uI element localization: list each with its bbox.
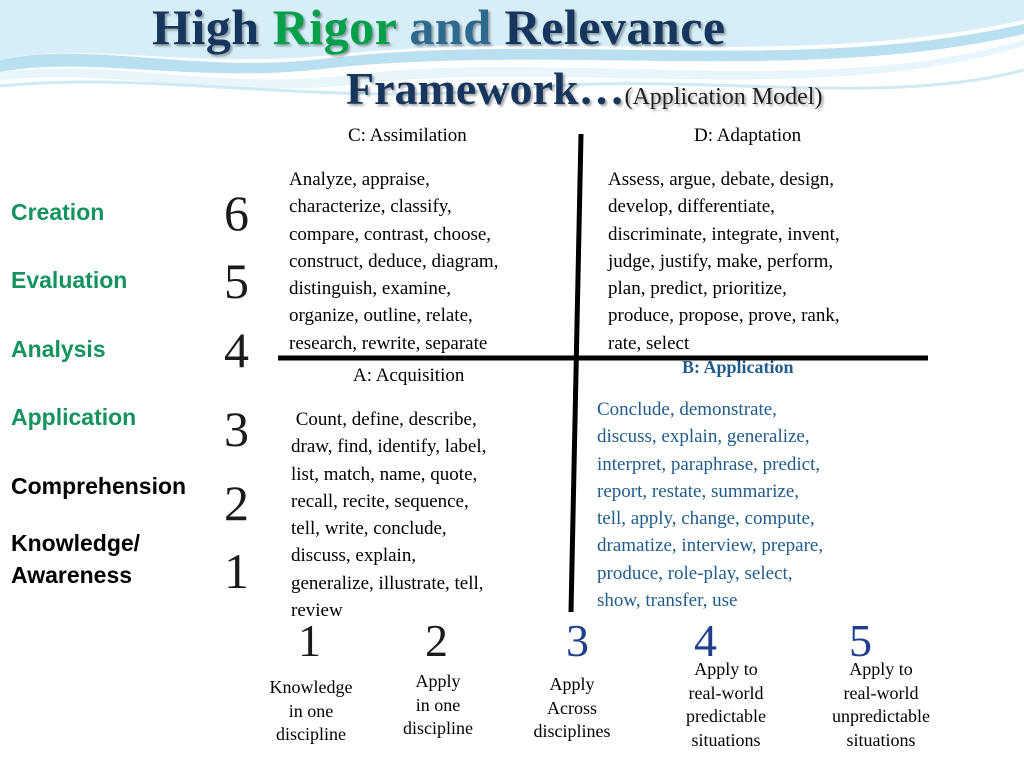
- level-number-6: 6: [224, 185, 249, 241]
- application-number-3: 3: [566, 615, 589, 666]
- application-label-line: unpredictable: [832, 706, 930, 726]
- application-label-line: real-world: [688, 682, 764, 703]
- level-number-4: 4: [224, 322, 249, 378]
- level-knowledge-label: Knowledge/ Awareness: [11, 527, 140, 591]
- quadrant-d-line: discriminate, integrate, invent,: [608, 223, 840, 245]
- quadrant-c-line: characterize, classify,: [289, 196, 452, 218]
- application-label-1: Knowledge in one discipline: [251, 676, 371, 747]
- level-analysis-label: Analysis: [11, 336, 106, 362]
- quadrant-d-line: develop, differentiate,: [608, 196, 775, 218]
- quadrant-d-line: produce, propose, prove, rank,: [608, 305, 840, 327]
- background-wave: [0, 0, 1024, 96]
- quadrant-a-text: Count, define, describe, draw, find, ide…: [291, 406, 486, 624]
- title-rigor: Rigor: [272, 0, 397, 55]
- level-comprehension-label: Comprehension: [11, 473, 187, 499]
- level-number-1: 1: [224, 543, 249, 599]
- application-label-line: discipline: [276, 724, 346, 744]
- level-evaluation-label: Evaluation: [11, 267, 128, 293]
- quadrant-b-line: Conclude, demonstrate,: [597, 399, 777, 420]
- quadrant-b-text: Conclude, demonstrate, discuss, explain,…: [597, 396, 823, 614]
- quadrant-a-line: review: [291, 600, 343, 622]
- application-label-2: Apply in one discipline: [383, 670, 493, 741]
- quadrant-a-line: Count, define, describe,: [291, 409, 477, 430]
- quadrant-a-line: tell, write, conclude,: [291, 518, 447, 540]
- level-number-3: 3: [224, 401, 249, 457]
- quadrant-a-line: recall, recite, sequence,: [291, 490, 469, 512]
- level-number-2: 2: [224, 475, 249, 531]
- title-and: and: [409, 0, 492, 55]
- application-label-line: Apply to: [694, 659, 758, 679]
- title-application-model: (Application Model): [624, 84, 823, 110]
- application-label-line: situations: [691, 729, 761, 750]
- application-label-line: predictable: [686, 706, 766, 726]
- application-label-line: Apply to: [849, 659, 913, 679]
- application-number-2: 2: [425, 615, 448, 666]
- quadrant-b-line: discuss, explain, generalize,: [597, 426, 810, 448]
- page-title: High Rigor and Relevance: [152, 0, 726, 56]
- quadrant-b-heading: B: Application: [682, 357, 794, 377]
- application-label-4: Apply to real-world predictable situatio…: [666, 658, 786, 752]
- application-number-5: 5: [849, 615, 872, 666]
- quadrant-b-line: produce, role-play, select,: [597, 562, 793, 584]
- quadrant-a-line: discuss, explain,: [291, 545, 417, 567]
- application-number-1: 1: [298, 615, 321, 666]
- level-application-label: Application: [11, 404, 137, 430]
- application-label-line: in one: [288, 700, 334, 721]
- application-label-line: real-world: [843, 682, 919, 703]
- quadrant-d-line: judge, justify, make, perform,: [608, 250, 834, 272]
- quadrant-d-heading: D: Adaptation: [694, 125, 802, 146]
- quadrant-d-line: Assess, argue, debate, design,: [608, 169, 835, 190]
- quadrant-a-line: list, match, name, quote,: [291, 463, 478, 485]
- title-relevance: Relevance: [504, 0, 726, 55]
- quadrant-c-line: organize, outline, relate,: [289, 305, 473, 327]
- level-creation-label: Creation: [11, 199, 105, 225]
- application-label-5: Apply to real-world unpredictable situat…: [812, 658, 950, 752]
- quadrant-c-line: construct, deduce, diagram,: [289, 250, 499, 272]
- application-label-line: Across: [547, 697, 597, 718]
- quadrant-c-heading: C: Assimilation: [348, 125, 467, 146]
- level-knowledge-line: Knowledge/: [11, 530, 141, 556]
- quadrant-b-line: interpret, paraphrase, predict,: [597, 453, 821, 475]
- quadrant-c-line: distinguish, examine,: [289, 278, 452, 300]
- quadrant-b-line: show, transfer, use: [597, 590, 738, 612]
- quadrant-a-line: draw, find, identify, label,: [291, 436, 487, 458]
- quadrant-d-line: rate, select: [608, 332, 690, 354]
- quadrant-d-text: Assess, argue, debate, design, develop, …: [608, 166, 840, 357]
- application-label-line: discipline: [403, 718, 473, 738]
- quadrant-d-line: plan, predict, prioritize,: [608, 278, 787, 300]
- application-label-3: Apply Across disciplines: [514, 673, 630, 744]
- level-number-5: 5: [224, 253, 249, 309]
- quadrant-c-line: Analyze, appraise,: [289, 169, 430, 190]
- application-number-4: 4: [694, 615, 717, 666]
- quadrant-c-line: compare, contrast, choose,: [289, 223, 492, 245]
- quadrant-a-heading: A: Acquisition: [353, 365, 465, 386]
- application-label-line: Knowledge: [269, 677, 353, 697]
- title-high: High: [152, 0, 260, 55]
- application-label-line: situations: [846, 729, 916, 750]
- application-label-line: disciplines: [533, 721, 611, 741]
- page-subtitle: Framework…(Application Model): [346, 62, 822, 115]
- quadrant-c-line: research, rewrite, separate: [289, 332, 488, 354]
- quadrant-c-text: Analyze, appraise, characterize, classif…: [289, 166, 498, 357]
- quadrant-b-line: tell, apply, change, compute,: [597, 508, 815, 530]
- quadrant-b-line: dramatize, interview, prepare,: [597, 535, 824, 557]
- quadrant-a-line: generalize, illustrate, tell,: [291, 572, 484, 594]
- quadrant-b-line: report, restate, summarize,: [597, 480, 800, 502]
- application-label-line: Apply: [549, 674, 595, 694]
- application-label-line: Apply: [415, 671, 461, 691]
- level-awareness-line: Awareness: [11, 562, 133, 588]
- title-framework: Framework…: [346, 63, 625, 114]
- vertical-axis: [568, 133, 584, 613]
- application-label-line: in one: [415, 694, 461, 715]
